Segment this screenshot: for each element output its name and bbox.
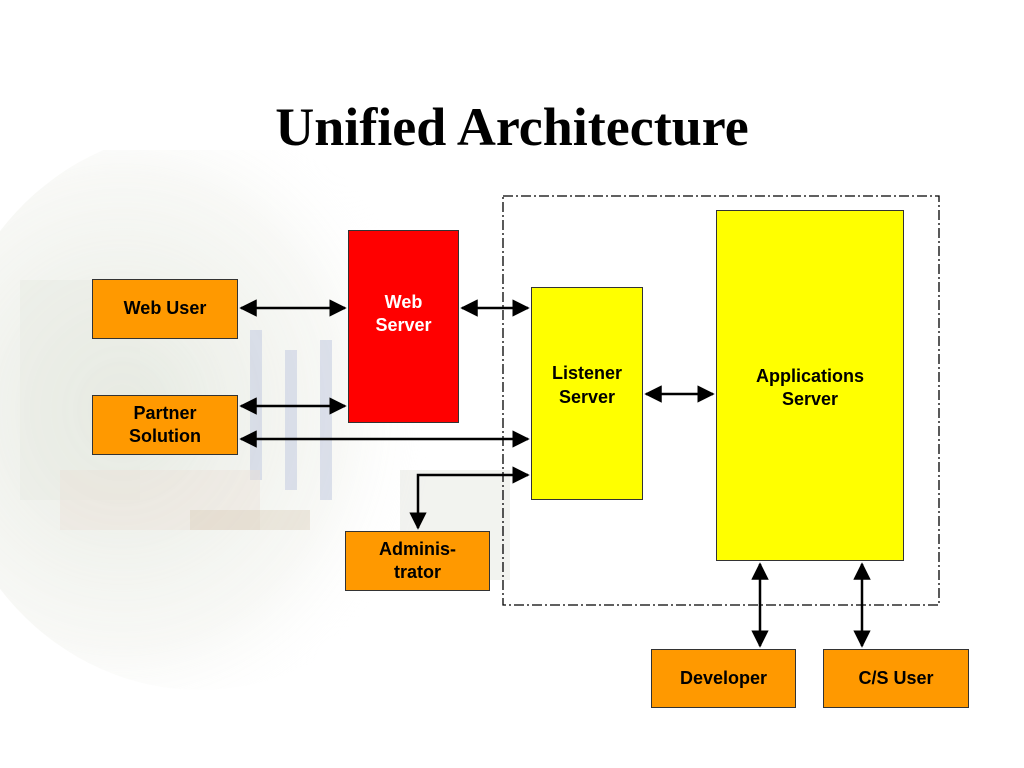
node-web-user-label: Web User [123, 298, 207, 319]
slide-title: Unified Architecture [275, 97, 749, 157]
node-developer: Developer [651, 649, 796, 708]
node-partner-solution-label: Partner Solution [129, 402, 201, 446]
node-listener-server-label: Listener Server [551, 363, 623, 407]
node-web-server-label: Web Server [375, 292, 432, 336]
node-partner-solution: Partner Solution [92, 395, 238, 455]
connector-admin-listener [409, 466, 530, 530]
node-cs-user: C/S User [823, 649, 969, 708]
node-applications-server-label: Applications Server [755, 366, 864, 410]
node-cs-user-label: C/S User [858, 667, 934, 688]
node-administrator-label: Adminis- trator [378, 538, 456, 582]
node-web-user: Web User [92, 279, 238, 339]
node-developer-label: Developer [679, 667, 768, 688]
node-web-server: Web Server [348, 230, 459, 423]
node-administrator: Adminis- trator [345, 531, 490, 591]
node-applications-server: Applications Server [716, 210, 904, 561]
node-listener-server: Listener Server [531, 287, 643, 500]
